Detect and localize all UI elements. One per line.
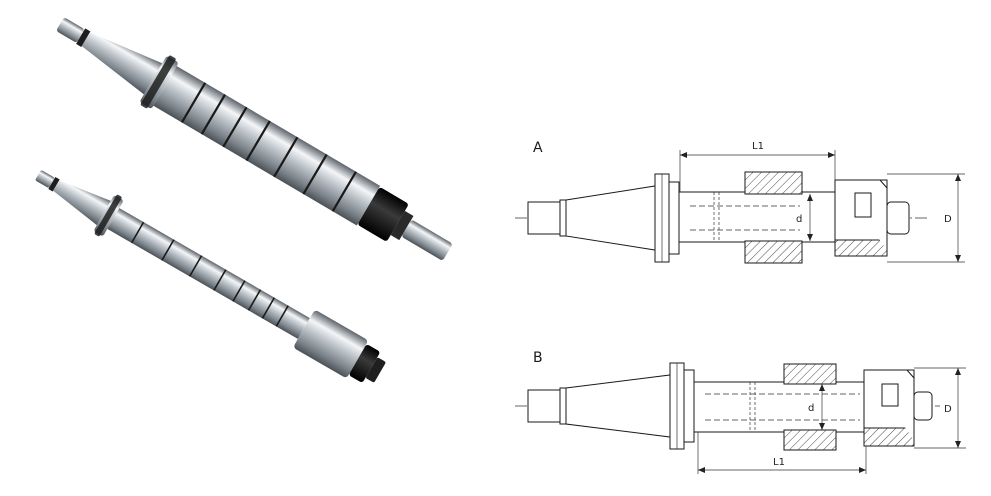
arbor-photo-slim: [35, 170, 386, 383]
arbor-photo-large: [57, 18, 452, 260]
drawing-variant-a: A L1 d: [515, 140, 965, 264]
dim-l1: L1: [773, 457, 785, 468]
dim-d: d: [796, 214, 802, 225]
drawing-variant-b: B L1 d D: [515, 350, 966, 474]
dim-D: D: [944, 404, 952, 415]
dim-D: D: [944, 214, 952, 225]
variant-label: A: [533, 140, 543, 156]
variant-label: B: [533, 350, 543, 366]
dim-l1: L1: [752, 141, 764, 152]
dim-d: d: [808, 403, 814, 414]
